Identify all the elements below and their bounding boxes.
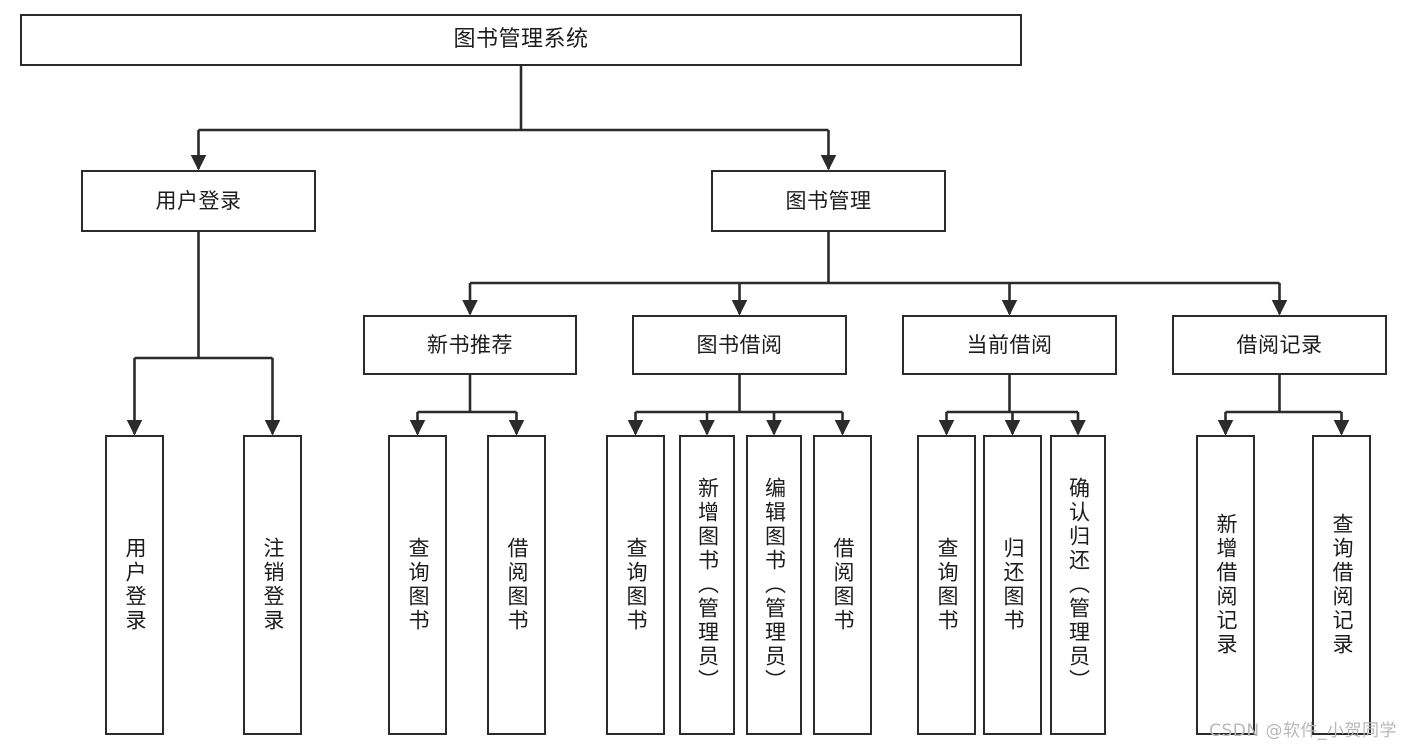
node-leaf-query-book-3[interactable]: 查询图书	[917, 435, 976, 735]
node-label: 用户登录	[123, 537, 147, 633]
node-leaf-borrow-book-2[interactable]: 借阅图书	[813, 435, 872, 735]
node-label: 新增图书（管理员）	[695, 477, 720, 693]
node-label: 确认归还（管理员）	[1066, 477, 1091, 693]
node-label: 查询图书	[624, 537, 648, 633]
node-label: 借阅图书	[831, 537, 855, 633]
node-label: 新增借阅记录	[1214, 513, 1238, 657]
node-borrow-record[interactable]: 借阅记录	[1172, 315, 1387, 375]
node-book-borrow[interactable]: 图书借阅	[632, 315, 847, 375]
node-leaf-query-record[interactable]: 查询借阅记录	[1312, 435, 1371, 735]
node-label: 编辑图书（管理员）	[762, 477, 787, 693]
node-label: 图书管理系统	[453, 27, 589, 53]
node-label: 借阅记录	[1236, 332, 1323, 357]
node-leaf-borrow-book-1[interactable]: 借阅图书	[487, 435, 546, 735]
node-label: 查询图书	[935, 537, 959, 633]
node-leaf-add-book[interactable]: 新增图书（管理员）	[679, 435, 735, 735]
node-root[interactable]: 图书管理系统	[20, 14, 1022, 66]
node-label: 用户登录	[155, 188, 242, 213]
node-leaf-return-book[interactable]: 归还图书	[983, 435, 1042, 735]
node-label: 查询借阅记录	[1330, 513, 1354, 657]
node-leaf-confirm-return[interactable]: 确认归还（管理员）	[1050, 435, 1106, 735]
node-label: 图书管理	[785, 188, 872, 213]
node-leaf-user-login[interactable]: 用户登录	[105, 435, 164, 735]
node-label: 注销登录	[261, 537, 285, 633]
node-new-book-recommend[interactable]: 新书推荐	[363, 315, 577, 375]
node-leaf-query-book-1[interactable]: 查询图书	[388, 435, 447, 735]
watermark-text: CSDN @软件_小贺同学	[1209, 721, 1397, 741]
node-user-login[interactable]: 用户登录	[81, 170, 316, 232]
node-leaf-add-record[interactable]: 新增借阅记录	[1196, 435, 1255, 735]
node-label: 新书推荐	[427, 332, 513, 357]
node-leaf-query-book-2[interactable]: 查询图书	[606, 435, 665, 735]
node-book-management[interactable]: 图书管理	[711, 170, 946, 232]
node-label: 查询图书	[406, 537, 430, 633]
node-leaf-logout[interactable]: 注销登录	[243, 435, 302, 735]
node-label: 当前借阅	[966, 332, 1053, 357]
node-current-borrow[interactable]: 当前借阅	[902, 315, 1117, 375]
node-label: 借阅图书	[505, 537, 529, 633]
node-leaf-edit-book[interactable]: 编辑图书（管理员）	[746, 435, 802, 735]
node-label: 图书借阅	[696, 332, 783, 357]
node-label: 归还图书	[1001, 537, 1025, 633]
